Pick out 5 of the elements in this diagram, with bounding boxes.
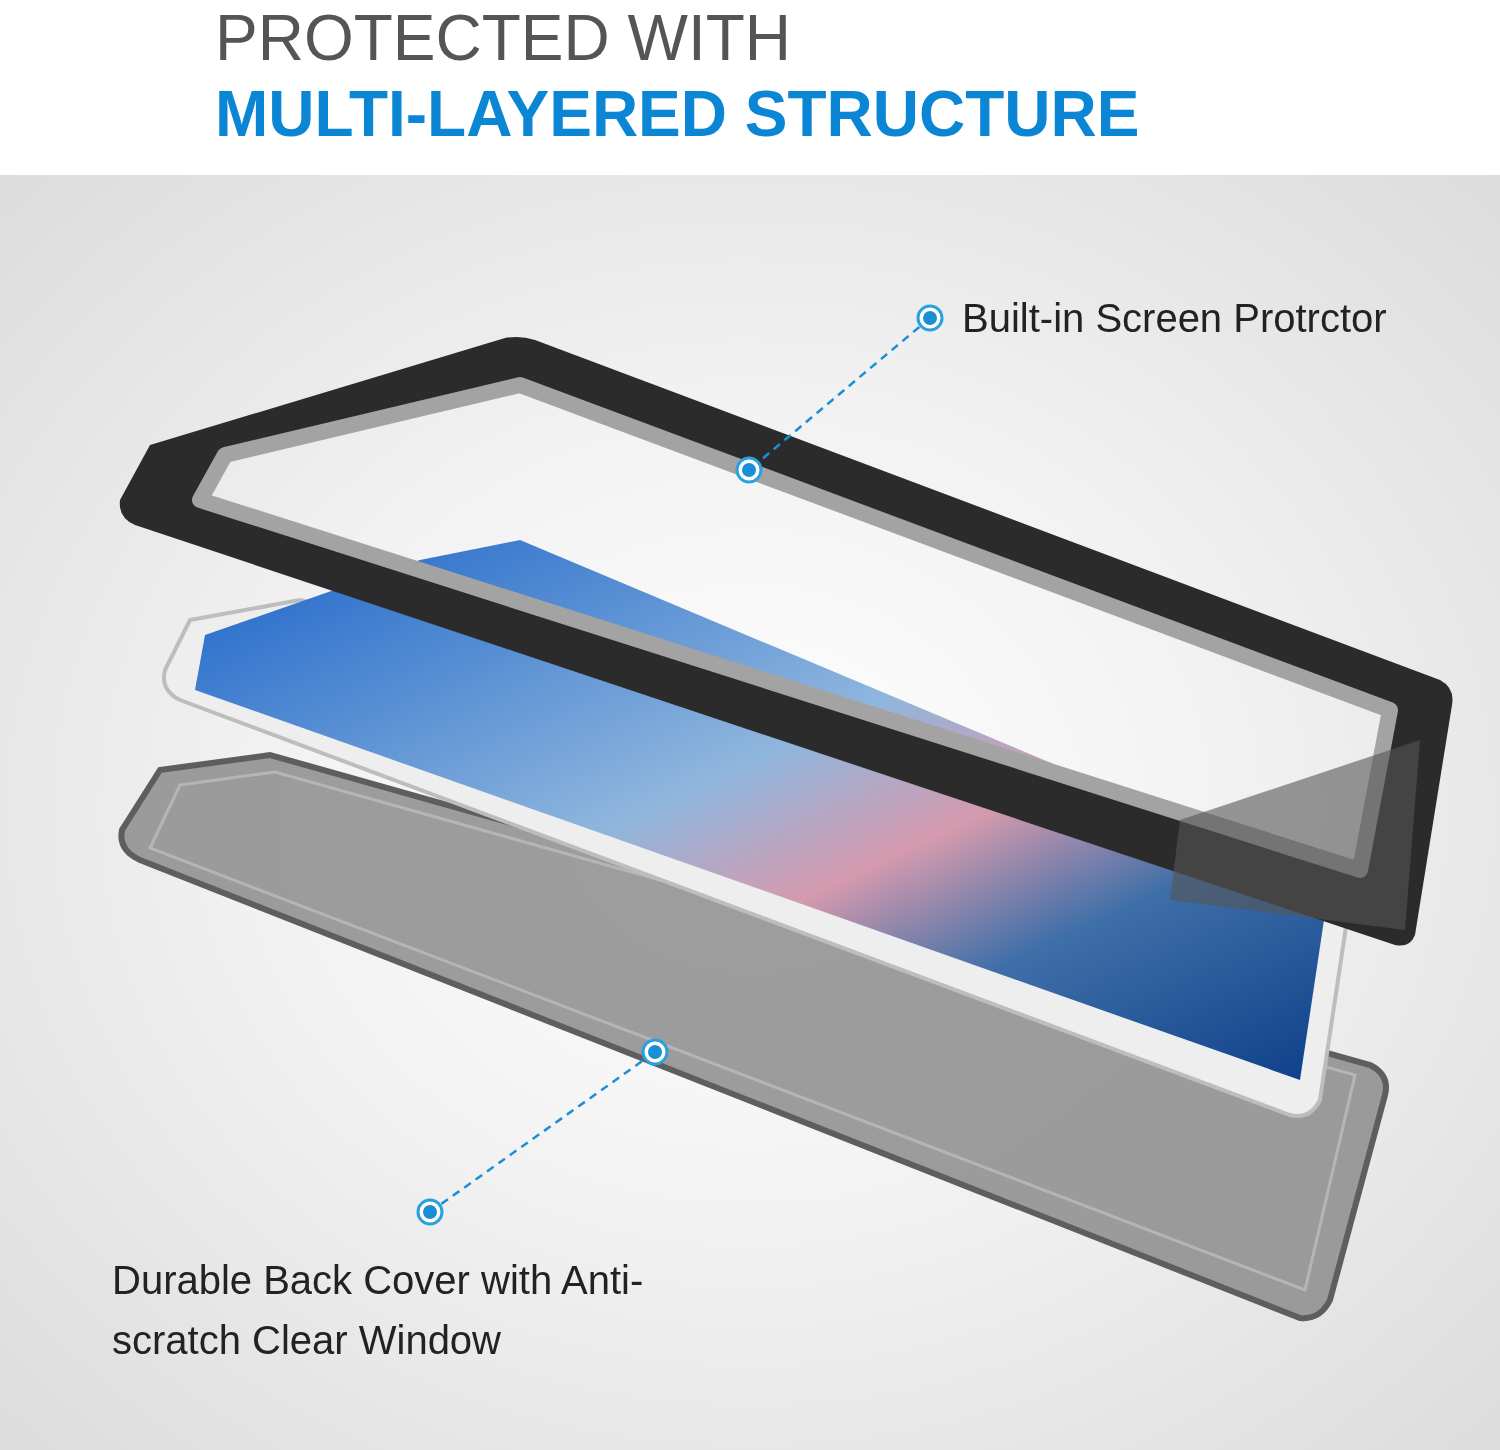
callout-text: Built-in Screen Protrctor [962,295,1387,342]
leader-line [416,1038,669,1226]
leader-line [735,304,944,484]
title: PROTECTED WITH MULTI-LAYERED STRUCTURE [215,1,1140,152]
callout-text: Durable Back Cover with Anti-scratch Clear Window [112,1257,645,1364]
